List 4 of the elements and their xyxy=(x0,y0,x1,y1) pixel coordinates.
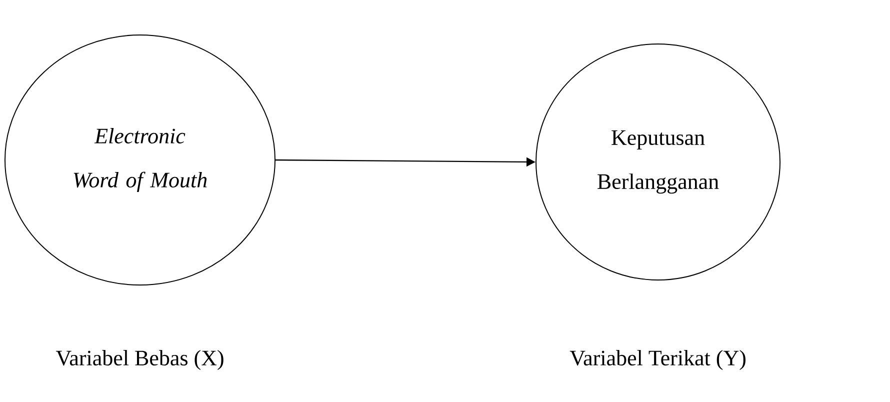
ellipse-node: Electronic Word of Mouth xyxy=(4,34,276,286)
variable-label: Variabel Terikat (Y) xyxy=(570,350,746,370)
ellipse-node: Keputusan Berlangganan xyxy=(536,44,781,280)
variable-label: Variabel Bebas (X) xyxy=(56,350,224,370)
